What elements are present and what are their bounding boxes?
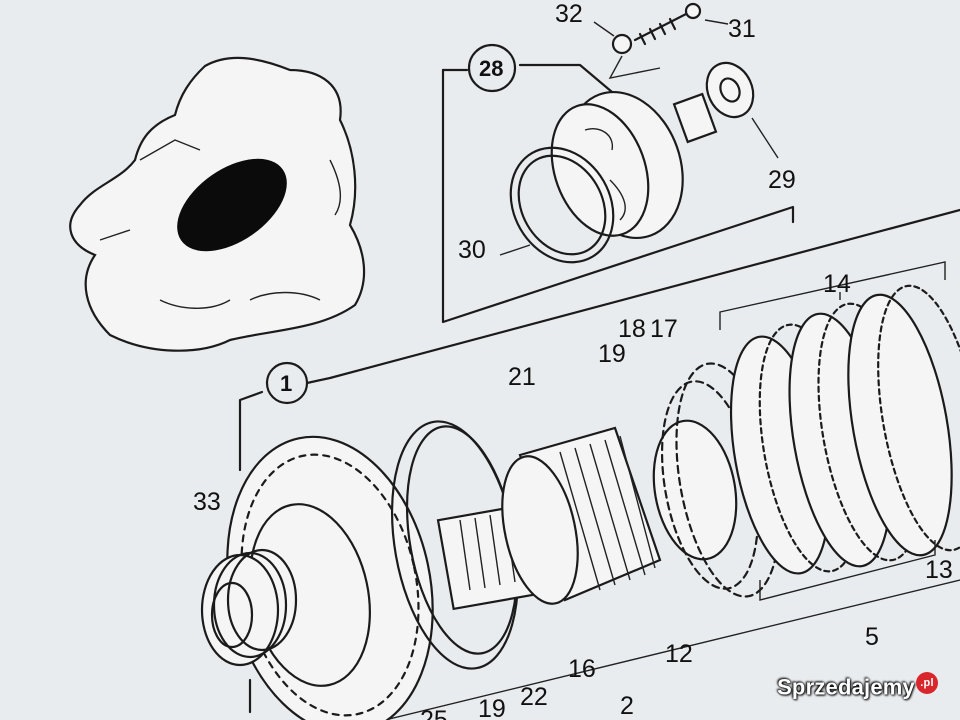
- housing-dark-opening: [177, 158, 287, 252]
- callout-5: 5: [865, 623, 879, 651]
- housing-illustration: [69, 56, 366, 352]
- callout-22: 22: [520, 683, 548, 711]
- watermark-brand: Sprzedajemy: [777, 674, 915, 699]
- callout-28: 28: [479, 56, 503, 81]
- callout-19-upper: 19: [598, 340, 626, 368]
- callout-12: 12: [665, 640, 693, 668]
- pump-assembly-group: [441, 2, 795, 324]
- clutch-plates: [719, 261, 960, 601]
- gear-cluster: [501, 426, 662, 605]
- spring-rings: [200, 548, 298, 667]
- callout-25: 25: [420, 706, 448, 720]
- callout-16: 16: [568, 655, 596, 683]
- callout-31: 31: [728, 15, 756, 43]
- clutch-assembly-group: [238, 208, 960, 720]
- callout-labels: 1 2 5 12 13 14 16 17 18 19 19 21 22 25 2…: [193, 0, 953, 720]
- callout-17: 17: [650, 315, 678, 343]
- watermark-logo: Sprzedajemy.pl: [777, 671, 938, 700]
- watermark-tld-badge: .pl: [916, 671, 938, 694]
- callout-33: 33: [193, 488, 221, 516]
- callout-1: 1: [280, 371, 292, 396]
- callout-21: 21: [508, 363, 536, 391]
- callout-18: 18: [618, 315, 646, 343]
- callout-30: 30: [458, 236, 486, 264]
- callout-29: 29: [768, 166, 796, 194]
- callout-14: 14: [823, 270, 851, 298]
- callout-19-lower: 19: [478, 695, 506, 720]
- callout-13: 13: [925, 556, 953, 584]
- callout-2: 2: [620, 692, 634, 720]
- callout-32: 32: [555, 0, 583, 28]
